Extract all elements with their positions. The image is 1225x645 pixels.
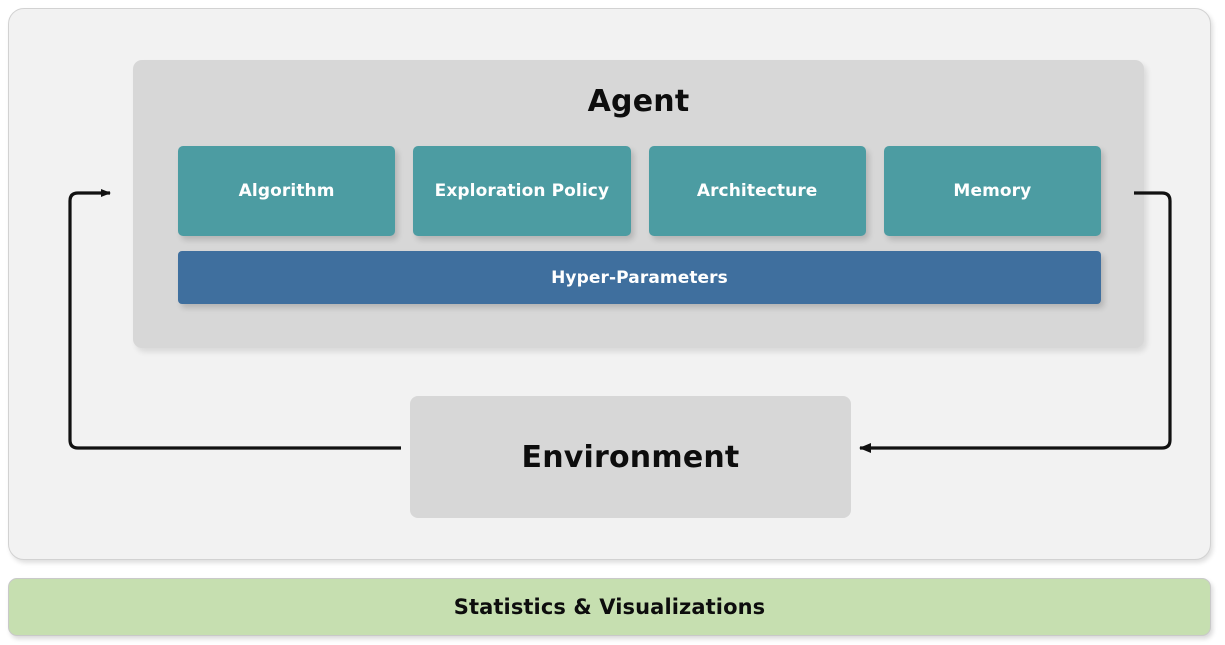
component-box-architecture[interactable]: Architecture	[648, 146, 866, 236]
environment-title: Environment	[521, 439, 740, 475]
hyper-parameters-label: Hyper-Parameters	[551, 267, 728, 288]
framework-panel: Agent Algorithm Exploration Policy Archi…	[8, 8, 1211, 560]
component-box-exploration-policy[interactable]: Exploration Policy	[413, 146, 631, 236]
hyper-parameters-bar[interactable]: Hyper-Parameters	[178, 251, 1101, 304]
component-box-memory[interactable]: Memory	[883, 146, 1101, 236]
component-label-architecture: Architecture	[696, 181, 818, 201]
statistics-visualizations-bar[interactable]: Statistics & Visualizations	[8, 578, 1211, 636]
component-label-memory: Memory	[953, 181, 1032, 201]
component-box-algorithm[interactable]: Algorithm	[178, 146, 396, 236]
agent-box[interactable]: Agent Algorithm Exploration Policy Archi…	[133, 60, 1144, 348]
agent-title: Agent	[587, 84, 690, 119]
component-label-algorithm: Algorithm	[238, 181, 335, 201]
agent-component-row: Algorithm Exploration Policy Architectur…	[178, 146, 1101, 236]
component-label-exploration-policy: Exploration Policy	[434, 181, 610, 201]
environment-box[interactable]: Environment	[410, 396, 851, 518]
statistics-visualizations-label: Statistics & Visualizations	[453, 595, 766, 619]
